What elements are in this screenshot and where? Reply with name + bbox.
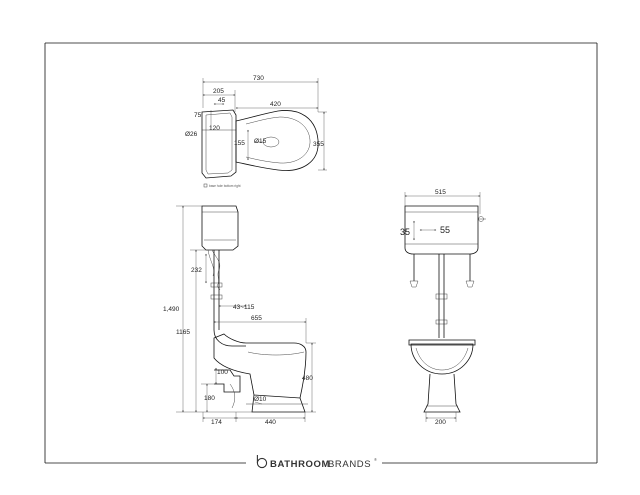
side-flush-pipe — [210, 250, 246, 347]
front-pull-chains — [409, 254, 475, 288]
plan-bowl-length: 420 — [270, 101, 281, 108]
plan-dim-75: 75 — [194, 112, 202, 119]
side-projection: 655 — [251, 315, 262, 322]
plan-cistern — [201, 109, 237, 179]
side-dim-180: 180 — [204, 395, 215, 402]
plan-dim-120: 120 — [209, 125, 220, 132]
front-cistern-width: 515 — [435, 189, 446, 196]
plan-cistern-depth: 205 — [213, 88, 224, 95]
plan-pipe-diameter: Ø26 — [185, 131, 198, 138]
plan-overall-width: 730 — [253, 75, 264, 82]
side-overall-height: 1,490 — [163, 306, 180, 313]
side-pan — [213, 333, 308, 413]
brand-trademark: ® — [374, 457, 377, 462]
plan-hole-diameter: Ø15 — [254, 138, 267, 145]
plan-dim-155: 155 — [234, 140, 245, 147]
brand-name-part1: BATHROOM — [270, 459, 330, 470]
drawing-frame — [44, 42, 598, 464]
side-outlet — [214, 369, 241, 409]
side-cistern — [201, 205, 239, 251]
side-hole-diameter: Ø10 — [254, 396, 267, 403]
side-view: 1,490 1165 232 43~115 655 480 100 180 Ø1… — [163, 205, 316, 426]
front-dim-35: 35 — [400, 227, 410, 237]
side-height-1165: 1165 — [176, 329, 190, 336]
front-pedestal-width: 200 — [435, 419, 446, 426]
side-dim-232: 232 — [191, 267, 202, 274]
side-dim-174: 174 — [211, 419, 222, 426]
front-pedestal — [423, 373, 461, 413]
side-pan-height: 480 — [302, 375, 313, 382]
plan-note-box — [203, 183, 208, 188]
front-bowl — [408, 339, 476, 375]
side-flush-range: 43~115 — [233, 304, 255, 311]
plan-offset-45: 45 — [218, 97, 226, 104]
side-dim-100: 100 — [217, 369, 228, 376]
side-base-length: 440 — [265, 419, 276, 426]
plan-view: 730 205 45 420 75 120 Ø26 155 Ø15 355 ba… — [185, 75, 327, 188]
brand-logo: BATHROOM BRANDS ® — [256, 455, 377, 470]
front-dim-55: 55 — [440, 225, 450, 235]
plan-bowl-width: 355 — [313, 141, 324, 148]
brand-name-part2: BRANDS — [328, 459, 371, 470]
front-view: 515 35 55 200 — [400, 189, 486, 426]
plan-bowl — [235, 110, 319, 171]
front-flush-pipe — [435, 254, 448, 338]
plan-note: base hole bottom right — [209, 184, 241, 188]
